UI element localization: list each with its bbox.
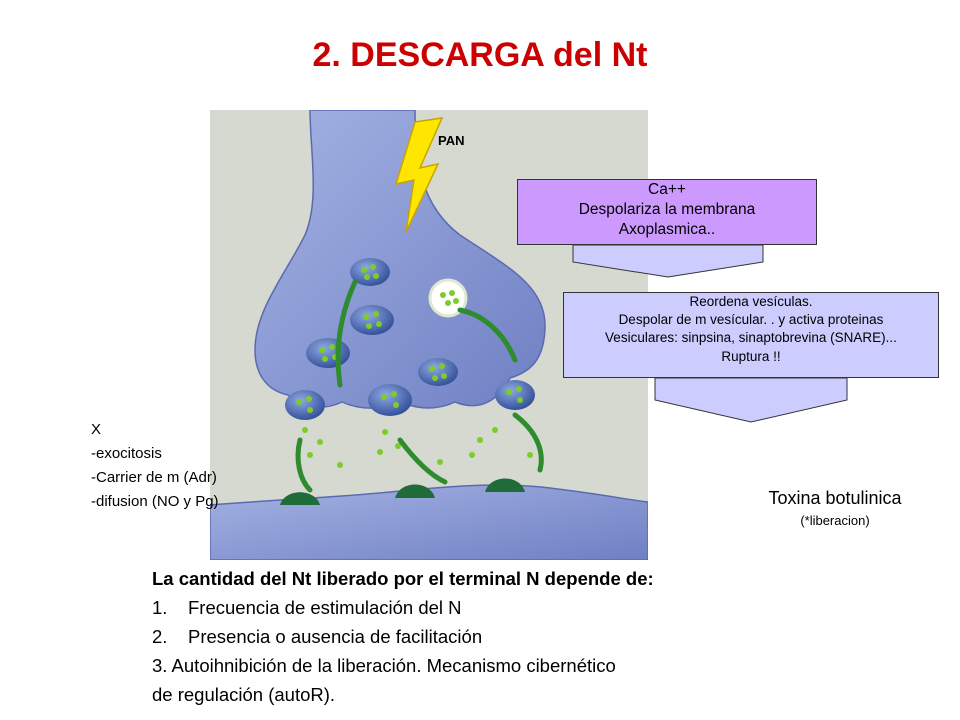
factor-text: Frecuencia de estimulación del N: [188, 597, 462, 618]
calcium-box: Ca++ Despolariza la membrana Axoplasmica…: [517, 179, 817, 245]
toxin-subtitle: (*liberacion): [800, 513, 870, 528]
vesicle-box: Reordena vesículas. Despolar de m vesícu…: [563, 292, 939, 378]
box2-line: Despolar de m vesícular. . y activa prot…: [618, 312, 884, 328]
arrow-box2-down: [654, 377, 848, 423]
factor-text: Presencia o ausencia de facilitación: [188, 626, 483, 647]
ruptured-vesicle: [428, 278, 468, 318]
mechanism-item: X: [91, 421, 102, 438]
factor-number: 2.: [152, 626, 168, 647]
toxin-note: Toxina botulinica (*liberacion): [745, 488, 925, 528]
mechanism-item: -difusion (NO y Pg): [91, 493, 219, 510]
factor-item: 2. Presencia o ausencia de facilitación: [152, 622, 852, 651]
factor-number: 1.: [152, 597, 168, 618]
release-mechanisms: X -exocitosis -Carrier de m (Adr) -difus…: [91, 418, 219, 514]
box1-line: Ca++: [648, 181, 686, 198]
lightning-bolt-icon: [394, 117, 444, 233]
box1-line: Despolariza la membrana: [578, 201, 756, 219]
factor-item-line: de regulación (autoR).: [152, 684, 336, 705]
pan-label: PAN: [438, 133, 465, 148]
factors-heading: La cantidad del Nt liberado por el termi…: [152, 568, 654, 589]
box2-line: Vesiculares: sinpsina, sinaptobrevina (S…: [605, 330, 897, 346]
toxin-title: Toxina botulinica: [768, 488, 902, 508]
receptors: [280, 478, 525, 505]
box2-line: Ruptura !!: [721, 348, 781, 364]
release-arrows: [295, 279, 544, 493]
release-factors: La cantidad del Nt liberado por el termi…: [152, 564, 852, 709]
mechanism-item: -exocitosis: [91, 445, 162, 462]
factor-item: 1. Frecuencia de estimulación del N: [152, 593, 852, 622]
box1-line: Axoplasmica..: [618, 221, 716, 239]
mechanism-item: -Carrier de m (Adr): [91, 469, 217, 486]
box2-line: Reordena vesículas.: [689, 294, 813, 309]
factor-item-line: 3. Autoihnibición de la liberación. Meca…: [152, 655, 616, 676]
slide-title: 2. DESCARGA del Nt: [312, 36, 648, 74]
